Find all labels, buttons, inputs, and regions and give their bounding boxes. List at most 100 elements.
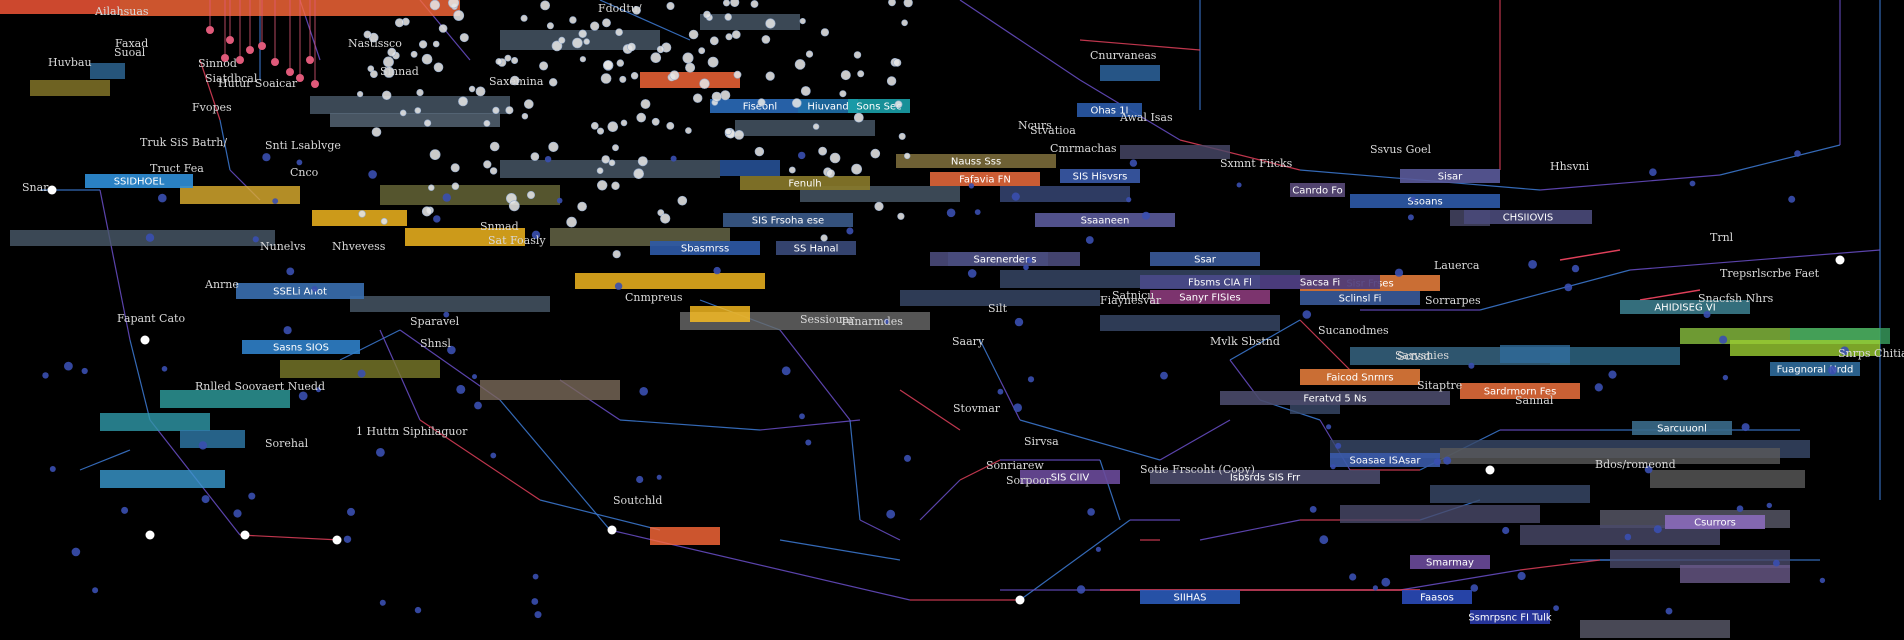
edge-line (619, 419, 761, 431)
graph-node (731, 30, 741, 39)
graph-node (607, 121, 619, 132)
graph-node-blue (145, 233, 155, 242)
graph-node-blue (1624, 533, 1632, 541)
decorative-bar (1000, 186, 1130, 202)
graph-node-blue (1027, 376, 1035, 383)
graph-node (627, 42, 636, 52)
graph-node (637, 156, 648, 167)
graph-node (438, 24, 448, 33)
graph-node-blue (967, 269, 977, 278)
graph-node-blue (1095, 546, 1101, 552)
node-label: Fvopes (192, 101, 232, 114)
edge-line (239, 534, 341, 541)
edge-line (1399, 569, 1521, 591)
node-label: Ailahsuas (94, 5, 149, 18)
graph-node-blue (639, 387, 648, 396)
edge-line (979, 339, 1001, 381)
graph-node-blue (379, 599, 386, 606)
graph-node-blue (490, 452, 497, 459)
edge-line (199, 59, 221, 121)
hub-node (145, 530, 155, 540)
graph-node-blue (1564, 283, 1573, 292)
graph-node (650, 52, 662, 64)
node-label: Sitaptre (1417, 379, 1462, 392)
graph-node (520, 14, 528, 22)
graph-node-pink (226, 36, 234, 44)
graph-node (682, 52, 694, 64)
graph-node (590, 122, 599, 130)
graph-node (857, 70, 865, 78)
node-label: Tunarmdes (840, 315, 903, 328)
node-label: Sorehal (265, 437, 309, 450)
graph-node (724, 13, 732, 21)
edge-line (899, 389, 961, 431)
decorative-bar (90, 63, 125, 79)
edge-line-red (1559, 249, 1621, 261)
node-label: Cmrmachas (1050, 142, 1117, 155)
decorative-bar (1610, 550, 1790, 568)
graph-node-blue (1443, 456, 1452, 465)
graph-node (894, 100, 903, 109)
bar-rect (1150, 290, 1270, 304)
edge-line (779, 539, 901, 561)
hub-node (140, 335, 150, 345)
graph-node (548, 78, 558, 87)
bar-label: Sons Sec (856, 102, 901, 113)
node-label: Cnurvaneas (1090, 49, 1157, 62)
bar-label: Fafavia FN (959, 175, 1011, 186)
node-label: Satnicu (1112, 289, 1154, 302)
node-label: Sparavel (410, 315, 460, 328)
bar-rect (1150, 252, 1260, 266)
node-label: Truk SiS Batrh/ (140, 136, 227, 149)
graph-node-blue (49, 466, 56, 472)
bar-label: Faasos (1420, 593, 1454, 604)
bar-label: Sclinsl Fi (1339, 294, 1382, 305)
bar-rect (896, 154, 1056, 168)
graph-node (505, 106, 514, 115)
edge-line (1479, 269, 1631, 311)
bar-rect (930, 252, 1080, 266)
graph-node-blue (233, 509, 242, 518)
graph-node (521, 112, 529, 120)
edge-line (599, 0, 691, 41)
graph-node (724, 128, 732, 136)
bar-rect (1400, 169, 1500, 183)
node-label: Fdodtu/ (598, 2, 642, 15)
graph-node-blue (781, 366, 791, 376)
graph-node-blue (81, 367, 88, 375)
edge-line-red (1639, 289, 1701, 301)
node-label: Awal Isas (1119, 111, 1173, 124)
graph-node-blue (1608, 370, 1617, 379)
bar-label: Csurrors (1694, 518, 1736, 529)
bar-rect (1410, 555, 1490, 569)
graph-node-blue (556, 197, 563, 204)
graph-node (363, 30, 372, 39)
graph-node-blue (1013, 403, 1022, 413)
graph-node (616, 59, 624, 67)
graph-node-blue (357, 369, 366, 378)
graph-node (812, 123, 820, 130)
graph-node-blue (1528, 260, 1537, 269)
graph-node (475, 86, 486, 97)
graph-node (495, 58, 503, 65)
decorative-bar (480, 380, 620, 400)
graph-node (820, 28, 830, 37)
edge-line (1719, 144, 1841, 176)
nodes-layer (42, 0, 1849, 619)
graph-node-blue (1160, 371, 1168, 380)
bar-label: Fenulh (788, 179, 821, 190)
graph-node-blue (1126, 197, 1132, 203)
decorative-bar (280, 360, 440, 378)
graph-node (888, 0, 896, 7)
graph-node-blue (1309, 506, 1317, 513)
graph-node-pink (271, 58, 279, 66)
graph-node-blue (1665, 607, 1673, 615)
graph-node-blue (805, 439, 812, 446)
bar-rect (1300, 369, 1420, 385)
edge-line (959, 0, 1081, 81)
node-label: Soutchld (613, 494, 662, 507)
graph-node (603, 60, 614, 71)
hub-node (240, 530, 250, 540)
graph-node-blue (286, 267, 295, 276)
graph-node-blue (799, 413, 805, 420)
